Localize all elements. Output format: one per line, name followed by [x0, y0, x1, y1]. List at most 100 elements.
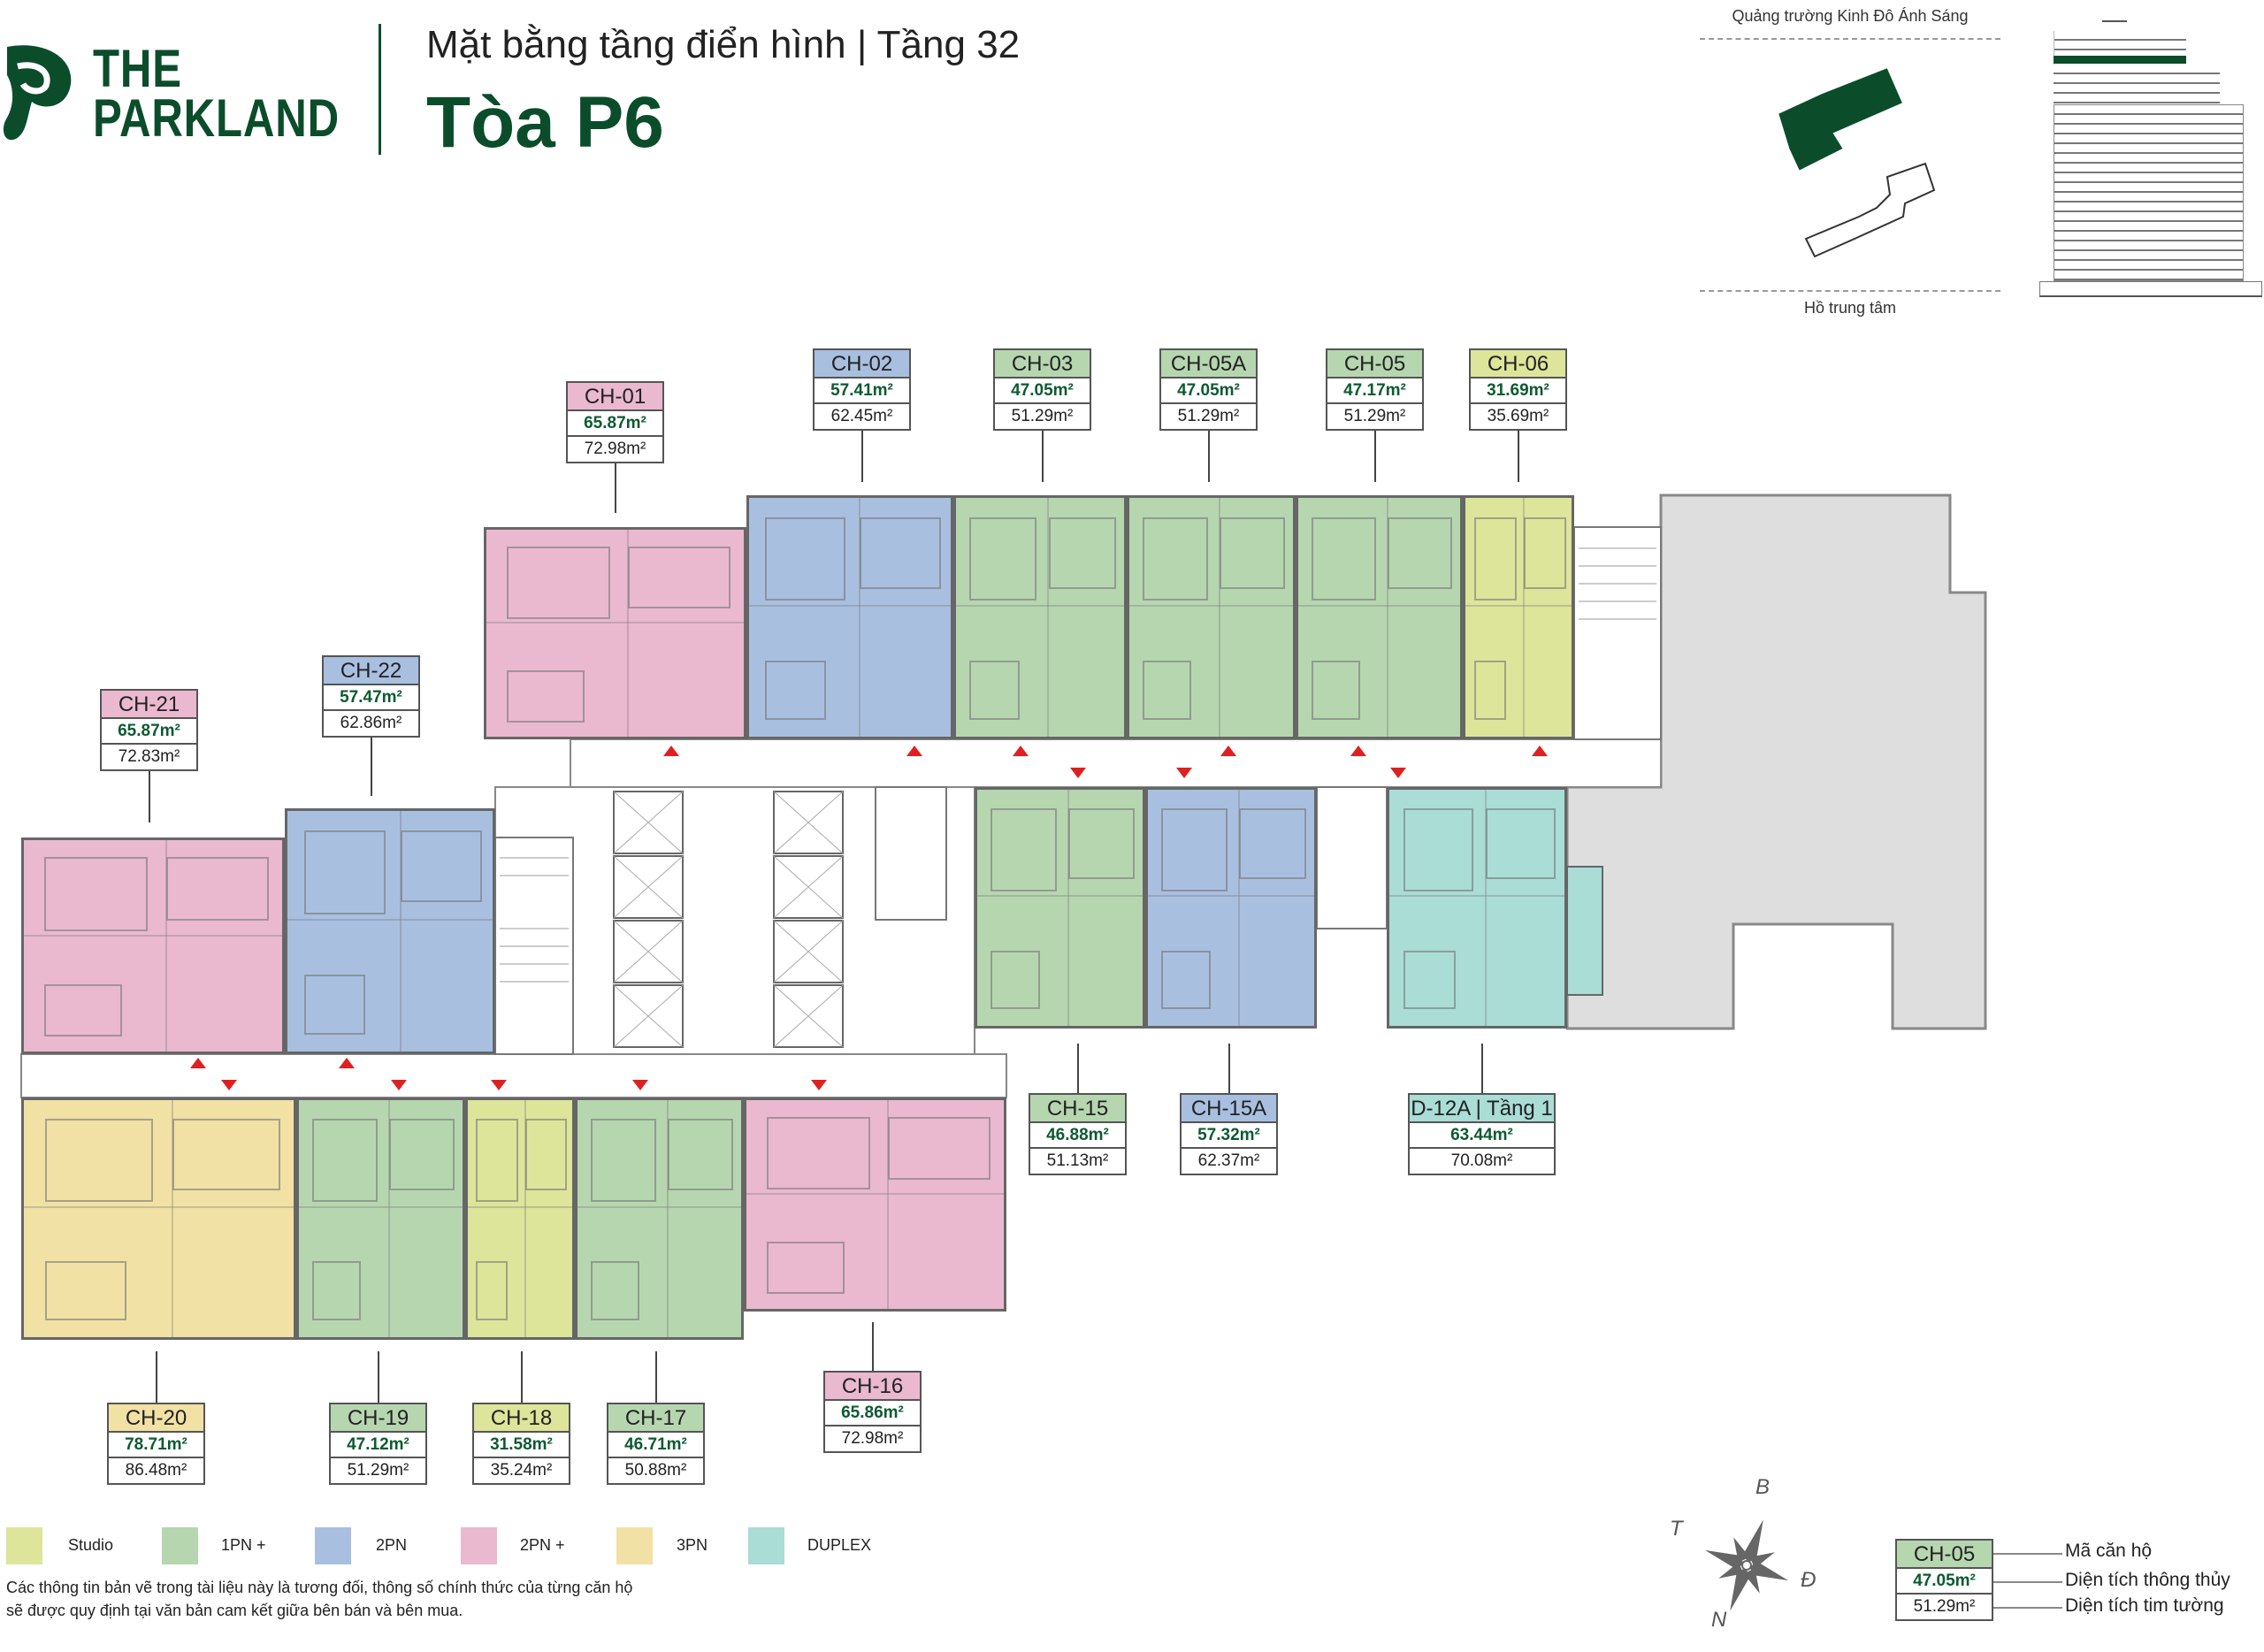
disclaimer-line2: sẽ được quy định tại văn bản cam kết giữ…: [6, 1602, 463, 1619]
key-net-desc: Diện tích thông thủy: [2065, 1570, 2230, 1590]
legend-label-2pn: 2PN: [376, 1536, 408, 1554]
current-building-shape: [1778, 68, 1902, 171]
room: [969, 516, 1037, 601]
unit-ch-05a[interactable]: [1127, 495, 1296, 739]
unit-ch-22[interactable]: [285, 808, 495, 1054]
unit-ch-03[interactable]: [953, 495, 1127, 739]
unit-code: CH-21: [102, 691, 196, 719]
room: [507, 546, 610, 619]
unit-d-12a[interactable]: [1387, 787, 1567, 1029]
unit-gross-area: 72.83m²: [118, 747, 180, 766]
unit-net-area: 31.69m²: [1471, 379, 1565, 404]
compass-north-label: B: [1755, 1475, 1771, 1499]
key-net-area: 47.05m²: [1897, 1569, 1992, 1595]
unit-net-area: 63.44m²: [1410, 1123, 1554, 1149]
unit-net-area: 47.12m²: [331, 1433, 425, 1458]
room: [1485, 808, 1556, 880]
unit-ch-02[interactable]: [746, 495, 953, 739]
leader-line: [655, 1351, 657, 1403]
unit-ch-01[interactable]: [484, 527, 746, 739]
service-room: [875, 786, 947, 921]
unit-gross-area: 51.29m²: [1343, 407, 1406, 425]
site-top-label: Quảng trường Kinh Đô Ánh Sáng: [1732, 7, 1969, 25]
legend-label-1pn: 1PN +: [221, 1536, 266, 1554]
unit-ch-19[interactable]: [296, 1098, 465, 1340]
entrance-marker-icon: [1070, 768, 1086, 778]
room: [303, 830, 386, 914]
unit-code: CH-22: [324, 657, 418, 685]
brand-name-line2: PARKLAND: [93, 88, 340, 148]
room: [476, 1119, 518, 1203]
unit-net-area: 46.71m²: [608, 1433, 703, 1458]
unit-net-area: 46.88m²: [1030, 1123, 1125, 1149]
disclaimer-line1: Các thông tin bản vẽ trong tài liệu này …: [6, 1579, 633, 1596]
unit-ch-06[interactable]: [1463, 495, 1574, 739]
leader-line: [872, 1322, 874, 1371]
room: [1473, 660, 1506, 721]
legend-label-studio: Studio: [68, 1536, 114, 1554]
entrance-marker-icon: [1350, 746, 1366, 756]
unit-code: CH-20: [109, 1404, 203, 1433]
unit-code: CH-03: [995, 350, 1090, 379]
room: [1524, 516, 1566, 589]
room: [1473, 516, 1517, 601]
unit-ch-05[interactable]: [1296, 495, 1463, 739]
leader-line: [1518, 428, 1519, 482]
leader-line: [1042, 428, 1044, 482]
duplex-balcony: [1566, 866, 1603, 996]
unit-gross-area: 62.45m²: [830, 407, 893, 425]
unit-gross-area: 35.69m²: [1487, 407, 1549, 425]
unit-gross-area: 70.08m²: [1450, 1151, 1513, 1170]
room: [765, 516, 846, 601]
unit-ch-18[interactable]: [465, 1098, 575, 1340]
room: [1311, 516, 1376, 601]
legend-swatch-3pn: [616, 1527, 653, 1564]
unit-ch-15a[interactable]: [1145, 787, 1317, 1029]
unit-gross-area: 51.29m²: [1177, 407, 1240, 425]
unit-ch-16[interactable]: [744, 1098, 1006, 1312]
leader-line: [521, 1351, 523, 1403]
leader-line: [1077, 1044, 1079, 1093]
room: [990, 808, 1057, 891]
unit-code: CH-01: [568, 383, 662, 411]
unit-code: CH-02: [815, 350, 909, 379]
unit-ch-17[interactable]: [575, 1098, 744, 1340]
room: [860, 516, 941, 589]
tower-elevation: [2039, 20, 2264, 307]
unit-ch-20[interactable]: [21, 1098, 296, 1340]
leader-line: [1208, 428, 1210, 482]
room: [400, 830, 483, 903]
unit-code: CH-18: [474, 1404, 569, 1433]
unit-net-area: 57.32m²: [1182, 1123, 1276, 1149]
leader-line: [1228, 1044, 1230, 1093]
unit-code: CH-19: [331, 1404, 425, 1433]
unit-code: CH-16: [825, 1373, 920, 1401]
unit-ch-15[interactable]: [975, 787, 1145, 1029]
stair-treads: [500, 547, 1656, 983]
room: [1387, 516, 1452, 589]
unit-code: CH-06: [1471, 350, 1565, 379]
room: [44, 983, 122, 1037]
entrance-marker-icon: [221, 1080, 237, 1090]
key-leader: [1993, 1581, 2062, 1583]
room: [1048, 516, 1116, 589]
unit-ch-21[interactable]: [21, 837, 285, 1054]
entrance-marker-icon: [1013, 746, 1029, 756]
leader-line: [149, 769, 150, 822]
